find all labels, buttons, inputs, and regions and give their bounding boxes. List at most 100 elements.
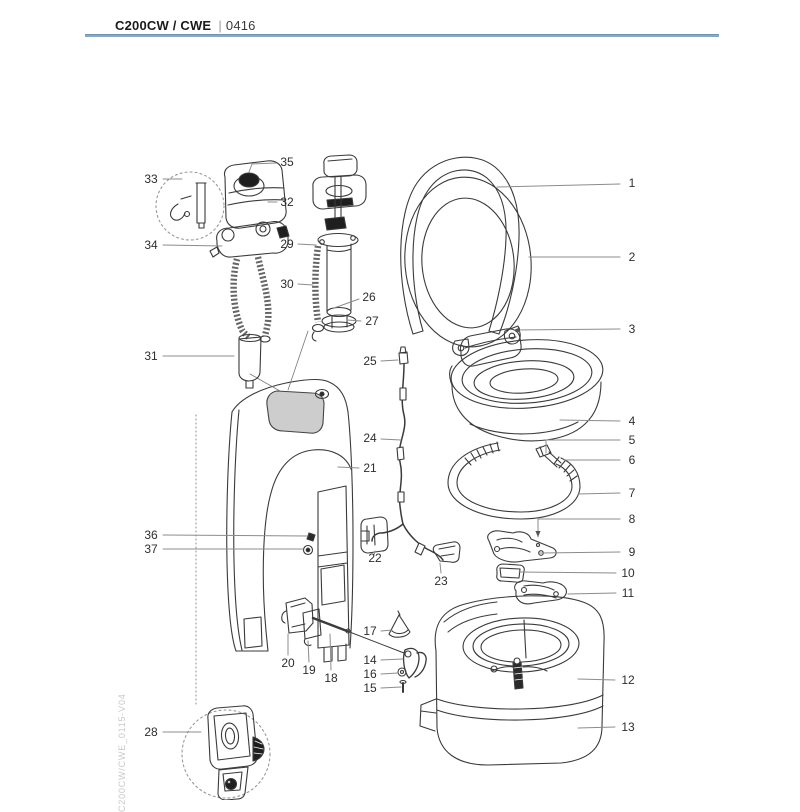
mechanism-drawing-shape bbox=[285, 597, 314, 634]
leader-line-10 bbox=[518, 571, 617, 574]
mechanism-drawing-shape bbox=[404, 650, 412, 658]
callout-13: 13 bbox=[621, 720, 635, 734]
bowl-drawing-shape bbox=[464, 336, 517, 349]
callout-37: 37 bbox=[144, 542, 158, 556]
callout-22: 22 bbox=[368, 551, 382, 565]
header-underline bbox=[85, 34, 719, 37]
pump-right-drawing-shape bbox=[323, 154, 358, 178]
tank-drawing-shape bbox=[491, 666, 548, 672]
tank-drawing-shape bbox=[480, 629, 562, 663]
leader-line-13 bbox=[577, 726, 616, 729]
detail-28-drawing-shape bbox=[252, 736, 265, 762]
tank-drawing-shape bbox=[434, 595, 605, 766]
mechanism-drawing-shape bbox=[388, 610, 411, 638]
bracket-9-drawing-shape bbox=[535, 542, 541, 548]
callout-4: 4 bbox=[628, 414, 636, 428]
callout-2: 2 bbox=[628, 250, 636, 264]
leader-line-26 bbox=[333, 298, 360, 309]
pump-right-drawing-shape bbox=[350, 235, 356, 241]
pump-left-drawing-shape bbox=[223, 160, 287, 229]
seat-lid-drawing-shape bbox=[400, 156, 520, 335]
callout-10: 10 bbox=[621, 566, 635, 580]
detail-28-drawing-shape bbox=[253, 740, 264, 755]
mechanism-drawing-shape bbox=[391, 629, 409, 635]
main-body-drawing-shape bbox=[233, 409, 243, 651]
tank-drawing-shape bbox=[490, 665, 498, 673]
detail-33-drawing-shape bbox=[183, 210, 191, 218]
tank-drawing-shape bbox=[513, 666, 524, 681]
pump-left-drawing-shape bbox=[245, 380, 254, 389]
pump-left-drawing-shape bbox=[254, 256, 272, 337]
main-body-drawing-shape bbox=[323, 643, 347, 663]
leader-line-34 bbox=[162, 244, 223, 247]
callout-33: 33 bbox=[144, 172, 158, 186]
pump-right-drawing bbox=[311, 154, 367, 342]
pump-left-drawing-shape bbox=[216, 221, 289, 258]
leader-line-3 bbox=[513, 328, 621, 331]
detail-28-drawing-shape bbox=[224, 727, 236, 745]
bracket-11-drawing-shape bbox=[553, 591, 559, 597]
leader-line-14 bbox=[380, 658, 404, 661]
seal-ring-drawing-shape bbox=[464, 441, 500, 466]
callout-34: 34 bbox=[144, 238, 158, 252]
pump-right-drawing-shape bbox=[312, 174, 367, 210]
harness-drawing-shape bbox=[402, 523, 444, 561]
bracket-9-drawing-shape bbox=[496, 537, 531, 553]
harness-drawing-shape bbox=[396, 387, 407, 503]
seal-ring-drawing-shape bbox=[447, 442, 581, 520]
callout-20: 20 bbox=[281, 656, 295, 670]
pump-right-drawing-shape bbox=[326, 248, 352, 252]
bracket-11-drawing-shape bbox=[523, 584, 557, 599]
pump-left-drawing-shape bbox=[209, 246, 220, 258]
detail-33-drawing-shape bbox=[198, 222, 205, 229]
detail-28-drawing-shape bbox=[224, 777, 238, 791]
pump-right-drawing-shape bbox=[311, 323, 325, 333]
pump-right-drawing-shape bbox=[324, 216, 347, 231]
callout-19: 19 bbox=[302, 663, 316, 677]
callout-25: 25 bbox=[363, 354, 377, 368]
bowl-drawing-shape bbox=[469, 421, 579, 435]
main-body-drawing-shape bbox=[249, 330, 309, 392]
seat-drawing bbox=[404, 176, 532, 357]
mechanism-drawing-shape bbox=[345, 628, 351, 634]
leader-line-15 bbox=[380, 686, 402, 689]
main-body-drawing-shape bbox=[317, 485, 350, 649]
callout-14: 14 bbox=[363, 653, 377, 667]
part-36-clip bbox=[306, 532, 316, 542]
tank-drawing-shape bbox=[523, 619, 527, 659]
mechanism-drawing-shape bbox=[303, 638, 312, 647]
harness-drawing-shape bbox=[398, 346, 409, 365]
leader-line-21 bbox=[337, 466, 360, 469]
mechanism-drawing-shape bbox=[281, 610, 287, 624]
page-title: C200CW / CWE|0416 bbox=[115, 18, 256, 33]
main-body-drawing-shape bbox=[226, 411, 237, 652]
callout-12: 12 bbox=[621, 673, 635, 687]
detail-28-drawing-shape bbox=[220, 722, 240, 750]
bracket-9-drawing-shape bbox=[493, 545, 501, 553]
drawing-number-watermark: C200CW/CWE_0115-V04 bbox=[117, 693, 127, 812]
pump-right-drawing-shape bbox=[326, 306, 352, 318]
seat-drawing-shape bbox=[508, 332, 516, 340]
bowl-drawing-shape bbox=[459, 328, 522, 367]
bowl-drawing-shape bbox=[451, 381, 602, 442]
pump-left-drawing bbox=[209, 160, 290, 389]
pump-left-drawing-shape bbox=[276, 225, 290, 239]
box-10-drawing-shape bbox=[496, 563, 525, 583]
bowl-drawing bbox=[449, 328, 604, 442]
bowl-drawing-shape bbox=[489, 368, 559, 394]
pump-right-drawing-shape bbox=[319, 239, 325, 245]
main-body-drawing-shape bbox=[314, 388, 330, 400]
mechanism-drawing bbox=[281, 597, 427, 693]
mechanism-drawing-shape bbox=[302, 608, 322, 640]
main-body-drawing-shape bbox=[243, 616, 263, 649]
mechanism-drawing-shape bbox=[399, 669, 405, 675]
box-10-drawing-shape bbox=[499, 567, 521, 579]
pump-left-drawing-shape bbox=[221, 228, 235, 242]
tank-drawing-shape bbox=[513, 657, 521, 665]
leader-line-16 bbox=[380, 672, 399, 675]
bowl-drawing-shape bbox=[461, 348, 593, 404]
callout-23: 23 bbox=[434, 574, 448, 588]
callout-1: 1 bbox=[628, 176, 636, 190]
